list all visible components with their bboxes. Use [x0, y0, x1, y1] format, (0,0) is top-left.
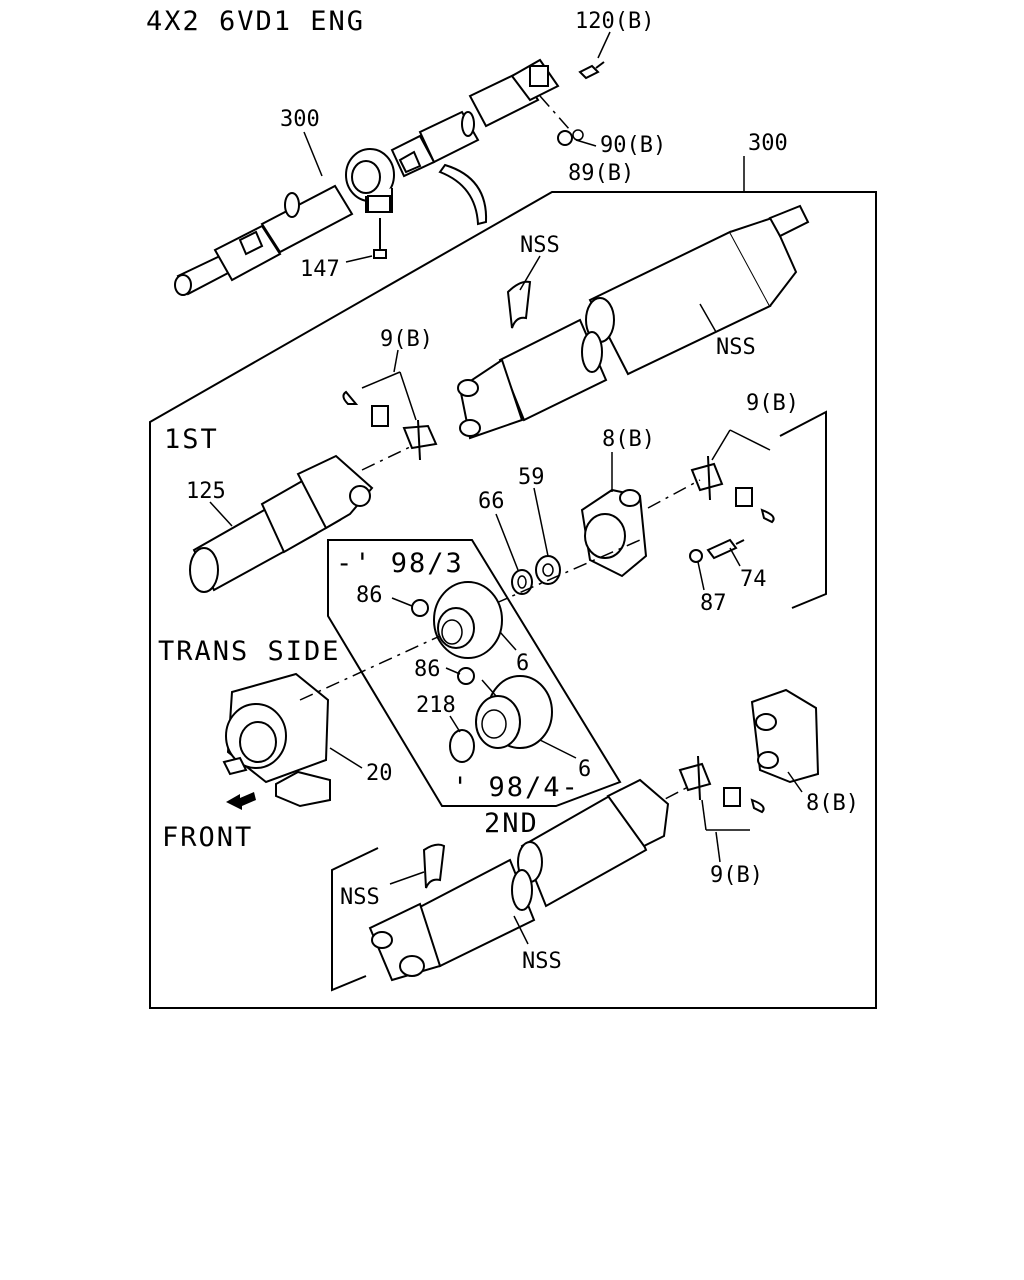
- ujoint-kit-right: [647, 429, 775, 524]
- label-300-box: 300: [748, 131, 788, 156]
- label-6-b: 6: [578, 757, 591, 782]
- bracket-lower-left: [331, 847, 379, 992]
- label-model-range-early: -' 98/3: [336, 548, 464, 579]
- label-front: FRONT: [162, 822, 253, 853]
- ring-218: [449, 729, 475, 763]
- label-1st: 1ST: [164, 424, 219, 455]
- label-nss-2: NSS: [716, 335, 756, 360]
- label-87: 87: [700, 591, 727, 616]
- center-bearing-flange-late: [475, 675, 553, 749]
- overview-shaft-assembly: [174, 58, 605, 296]
- model-range-box: [327, 539, 622, 807]
- nss-shaft-upper: [457, 204, 810, 440]
- front-arrow-icon: [226, 792, 256, 810]
- label-9b-c: 9(B): [710, 863, 763, 888]
- washer-66: [511, 569, 533, 595]
- flange-yoke-lower: [750, 688, 820, 784]
- label-125: 125: [186, 479, 226, 504]
- label-89b: 89(B): [568, 161, 634, 186]
- first-shaft: [189, 454, 374, 593]
- label-6-a: 6: [516, 651, 529, 676]
- second-shaft: [368, 778, 670, 982]
- label-2nd: 2ND: [484, 808, 539, 839]
- center-bearing-support-20: [222, 672, 331, 808]
- nut-86-late: [457, 667, 475, 685]
- label-8b-b: 8(B): [806, 791, 859, 816]
- bolt-74: [706, 538, 745, 560]
- label-model-range-late: ' 98/4-: [452, 772, 580, 803]
- label-9b-b: 9(B): [746, 391, 799, 416]
- label-20: 20: [366, 761, 393, 786]
- center-bearing-flange-early: [433, 581, 503, 659]
- label-9b-a: 9(B): [380, 327, 433, 352]
- label-trans-side: TRANS SIDE: [158, 636, 341, 667]
- label-8b-a: 8(B): [602, 427, 655, 452]
- label-nss-4: NSS: [522, 949, 562, 974]
- label-147: 147: [300, 257, 340, 282]
- leader-lines: [209, 31, 803, 945]
- label-120b: 120(B): [575, 9, 654, 34]
- washer-87: [689, 549, 703, 563]
- label-90b: 90(B): [600, 133, 666, 158]
- label-218: 218: [416, 693, 456, 718]
- label-59: 59: [518, 465, 545, 490]
- flange-yoke-upper: [580, 488, 648, 578]
- bracket-right: [779, 410, 827, 609]
- label-86-b: 86: [414, 657, 441, 682]
- label-300-top: 300: [280, 107, 320, 132]
- label-nss-1: NSS: [520, 233, 560, 258]
- label-74: 74: [740, 567, 767, 592]
- ujoint-kit-upper-left: [342, 371, 438, 471]
- label-nss-3: NSS: [340, 885, 380, 910]
- label-86-a: 86: [356, 583, 383, 608]
- diagram-title: 4X2 6VD1 ENG: [146, 6, 365, 37]
- exploded-view-outline: [149, 191, 877, 1009]
- label-66: 66: [478, 489, 505, 514]
- nut-86-early: [411, 599, 429, 617]
